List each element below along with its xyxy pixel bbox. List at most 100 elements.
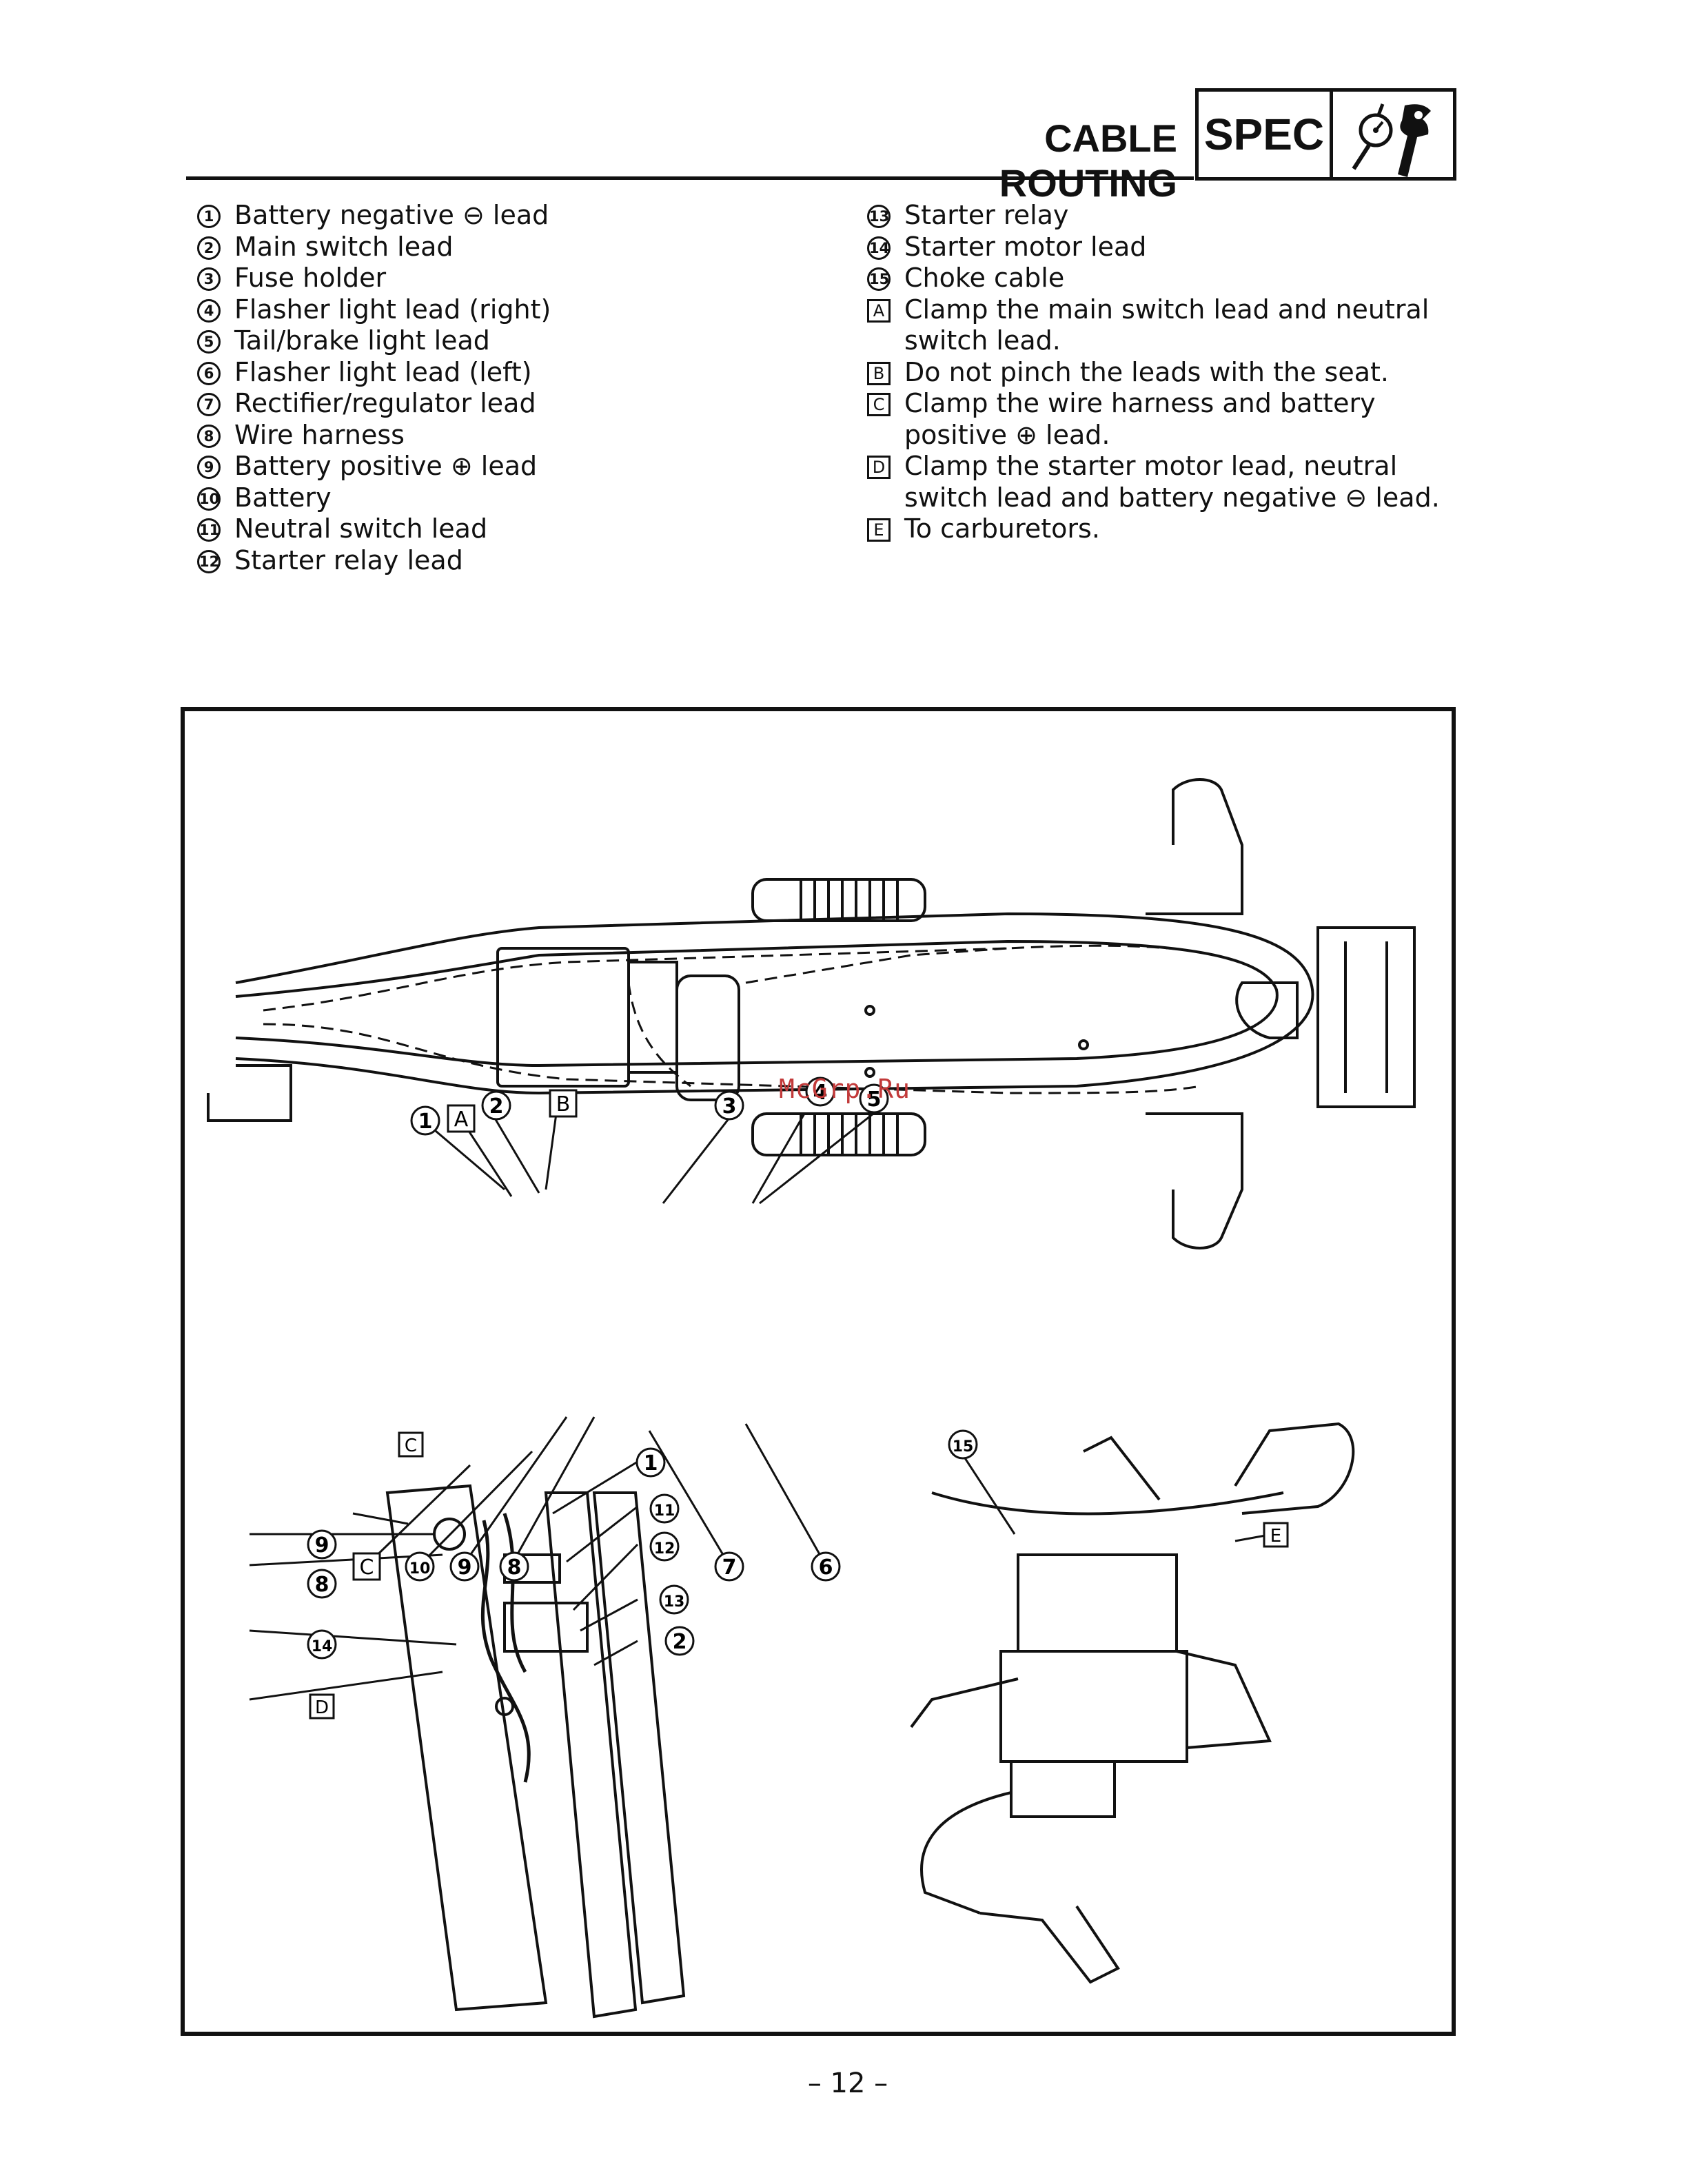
legend-text: Starter relay: [904, 200, 1069, 230]
callout-1-top: 1: [410, 1105, 440, 1136]
leader-lines-top: [365, 1112, 874, 1566]
legend-text: Starter motor lead: [904, 231, 1147, 262]
callout-marker: 11: [197, 518, 221, 542]
rear-shock-left: [751, 1112, 926, 1156]
legend-text: Tail/brake light lead: [234, 325, 490, 356]
callout-A-top: A: [447, 1104, 476, 1133]
svg-text:E: E: [1270, 1526, 1281, 1547]
svg-text:9: 9: [315, 1533, 329, 1558]
legend-text: Clamp the wire harness and battery posit…: [904, 388, 1376, 450]
legend-text: Rectifier/regulator lead: [234, 388, 536, 418]
spec-tool-box: [1330, 88, 1456, 181]
legend-text: Clamp the starter motor lead, neutral sw…: [904, 451, 1440, 513]
svg-text:3: 3: [722, 1094, 737, 1119]
legend-item: 4 Flasher light lead (right): [197, 294, 845, 326]
svg-text:8: 8: [507, 1555, 522, 1580]
callout-marker: 2: [197, 236, 221, 260]
legend-text: Do not pinch the leads with the seat.: [904, 356, 1389, 387]
dial-gauge-wrench-icon: [1352, 103, 1431, 177]
svg-text:11: 11: [654, 1502, 675, 1520]
legend-text: Starter relay lead: [234, 544, 463, 575]
callout-2-top: 2: [481, 1090, 511, 1121]
battery-box: [496, 947, 740, 1101]
frame-top-view: [207, 778, 1416, 1249]
legend-item: 11 Neutral switch lead: [197, 513, 845, 545]
svg-text:2: 2: [489, 1094, 504, 1119]
legend-text: Fuse holder: [234, 263, 387, 293]
callout-B-top: B: [549, 1089, 578, 1118]
callout-marker: 4: [197, 298, 221, 323]
callout-2-lower-left: 2: [664, 1626, 695, 1656]
svg-text:15: 15: [953, 1438, 974, 1456]
figure-frame: [181, 707, 1456, 2036]
leader-lines-lower-right: [955, 1444, 1274, 1542]
callouts: 1 A 2 B 3 4 5 C 10 9 8 7 6 C 9 8 14 D 1 …: [307, 1076, 1289, 1719]
callout-marker: 8: [197, 424, 221, 448]
watermark: McGrp.Ru: [779, 1074, 911, 1104]
callout-marker: 7: [197, 393, 221, 416]
lower-right-detail: [910, 1422, 1355, 1984]
svg-text:8: 8: [315, 1573, 329, 1597]
header-rule: [186, 176, 1194, 180]
svg-text:1: 1: [644, 1451, 658, 1476]
callout-marker: 10: [197, 487, 221, 511]
callout-8-bottom: 8: [499, 1551, 529, 1582]
legend-item: 7 Rectifier/regulator lead: [197, 388, 845, 420]
page-title: CABLE ROUTING: [999, 116, 1177, 205]
svg-text:4: 4: [813, 1081, 828, 1105]
legend-item: D Clamp the starter motor lead, neutral s…: [867, 451, 1474, 513]
callout-marker: 1: [197, 205, 221, 228]
svg-text:D: D: [315, 1697, 329, 1718]
svg-text:A: A: [454, 1108, 469, 1132]
callout-11-lower-left: 11: [649, 1493, 680, 1524]
callout-9-bottom: 9: [449, 1551, 480, 1582]
callout-1-lower-left: 1: [635, 1447, 666, 1478]
callout-6-bottom: 6: [811, 1551, 841, 1582]
svg-text:7: 7: [722, 1555, 737, 1580]
leader-lines-lower-left: [249, 1460, 639, 1701]
svg-text:12: 12: [654, 1540, 675, 1558]
legend-text: Main switch lead: [234, 231, 454, 262]
svg-text:13: 13: [664, 1593, 685, 1611]
callout-E-lower-right: E: [1263, 1522, 1289, 1548]
legend-item: 5 Tail/brake light lead: [197, 325, 845, 357]
callout-C-lower-left: C: [398, 1431, 424, 1458]
callout-marker: 3: [197, 267, 221, 291]
svg-text:1: 1: [418, 1110, 433, 1134]
callout-marker: 14: [867, 236, 891, 260]
callout-14-lower-left: 14: [307, 1629, 337, 1660]
callout-3-top: 3: [714, 1090, 744, 1121]
svg-text:10: 10: [409, 1560, 431, 1578]
legend-item: 2 Main switch lead: [197, 232, 845, 263]
legend-text: Neutral switch lead: [234, 513, 488, 544]
callout-C-bottom: C: [352, 1552, 381, 1581]
callout-10-bottom: 10: [405, 1551, 435, 1582]
svg-text:C: C: [360, 1555, 374, 1580]
svg-text:9: 9: [458, 1555, 472, 1580]
svg-text:B: B: [556, 1092, 571, 1116]
callout-letter: A: [867, 298, 891, 323]
legend-text: Flasher light lead (right): [234, 294, 551, 325]
callout-4-top: 4: [805, 1076, 835, 1107]
rear-shock-right: [751, 878, 926, 922]
legend-text: Choke cable: [904, 263, 1065, 293]
callout-15-lower-right: 15: [948, 1429, 978, 1460]
callout-letter: D: [867, 456, 891, 479]
legend-item: 3 Fuse holder: [197, 263, 845, 294]
svg-text:C: C: [405, 1436, 417, 1456]
callout-marker: 5: [197, 330, 221, 354]
page-number: – 12 –: [807, 2068, 888, 2099]
svg-text:5: 5: [867, 1088, 882, 1112]
callout-marker: 6: [197, 361, 221, 385]
